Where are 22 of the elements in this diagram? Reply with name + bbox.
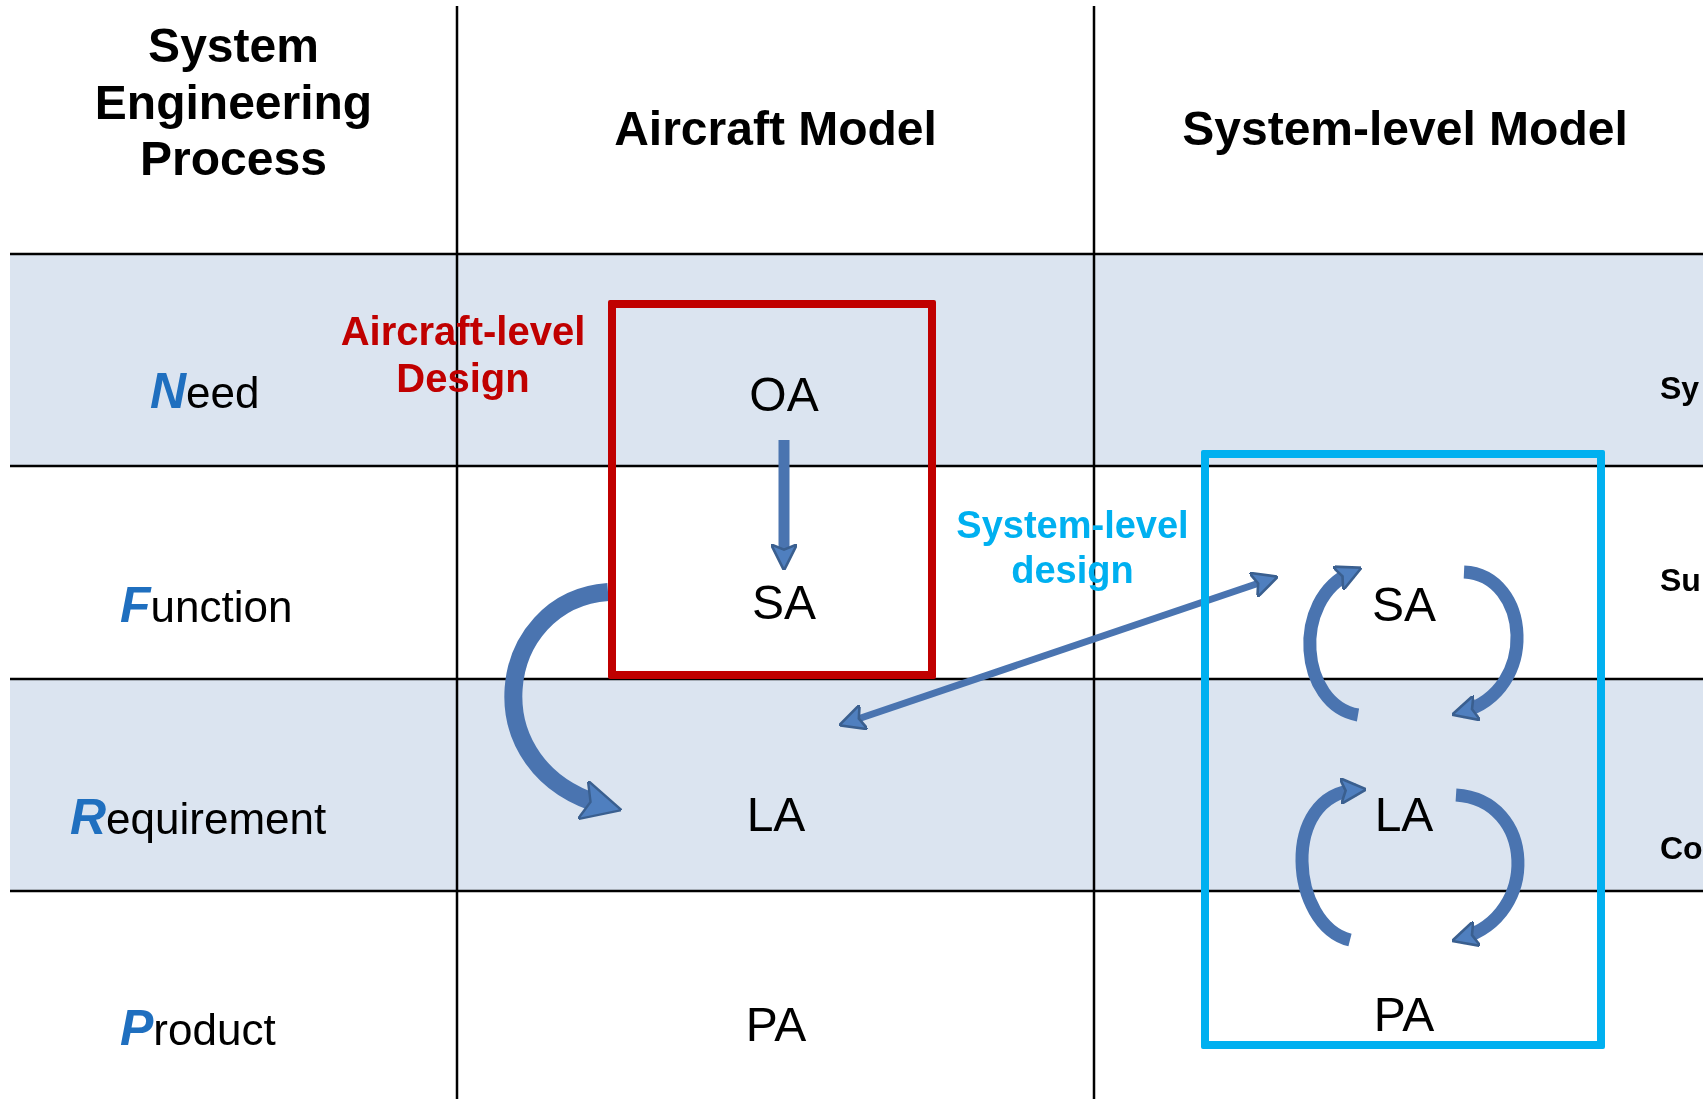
architecture-label: OA	[749, 371, 819, 419]
architecture-label: PA	[745, 1001, 807, 1049]
row-heading: Need	[150, 362, 260, 421]
architecture-label: PA	[1373, 991, 1435, 1039]
truncated-text: Su	[1660, 562, 1701, 600]
column-heading: Aircraft Model	[613, 101, 938, 157]
row-heading: Product	[120, 999, 276, 1058]
highlight-frame	[1201, 450, 1605, 1049]
architecture-label: LA	[1374, 791, 1434, 839]
highlight-frame	[608, 300, 936, 679]
row-heading: Requirement	[70, 788, 327, 847]
column-heading: System Engineering Process	[93, 18, 374, 188]
truncated-text: Co	[1660, 830, 1703, 868]
architecture-label: LA	[746, 791, 806, 839]
block-arrow	[837, 571, 1280, 731]
column-heading: System-level Model	[1181, 101, 1629, 157]
architecture-label: SA	[1372, 581, 1436, 629]
truncated-text: Sy	[1660, 370, 1700, 408]
block-arrow	[769, 440, 799, 572]
row-heading: Function	[120, 576, 293, 635]
architecture-label: SA	[752, 579, 816, 627]
block-arrow	[1303, 565, 1363, 722]
